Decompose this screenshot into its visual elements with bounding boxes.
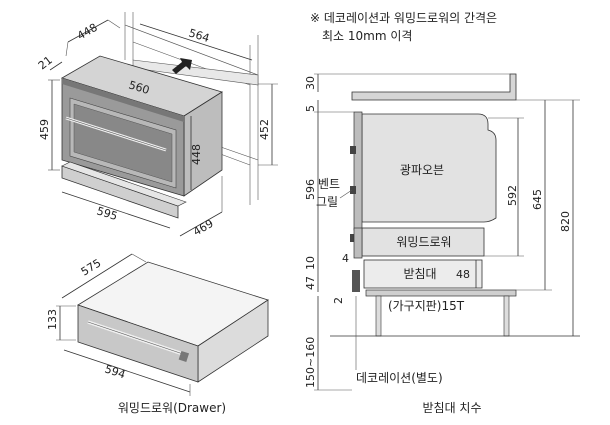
dim-30: 30 (304, 76, 317, 90)
dim-47: 47 (304, 276, 317, 290)
decoration-plate-top (61, 161, 187, 207)
caption-stand-dims: 받침대 치수 (422, 401, 481, 415)
side-view-drawing: ※ 데코레이션과 워밍드로워의 간격은 최소 10mm 이격 광파오븐 벤트 그… (304, 11, 580, 391)
caption-drawer: 워밍드로워(Drawer) (118, 401, 226, 415)
dim-448-depth: 448 (75, 21, 100, 43)
cabinet-frame-line (124, 24, 259, 76)
label-oven: 광파오븐 (400, 163, 444, 177)
note-line-2: 최소 10mm 이격 (322, 29, 412, 43)
furniture-panel (365, 289, 517, 297)
oven-control-strip (62, 78, 184, 122)
dim-line-21 (49, 61, 63, 71)
warming-drawer-front (353, 227, 363, 259)
warming-drawer-drawing: 575 133 594 (46, 253, 269, 396)
dim-564: 564 (187, 26, 211, 45)
dim-21: 21 (36, 54, 55, 73)
dim-594: 594 (103, 362, 127, 381)
vent-leader (339, 189, 353, 199)
dim-5: 5 (304, 105, 317, 112)
drawer-hinge (350, 234, 356, 242)
dim-595: 595 (95, 204, 119, 223)
label-vent-2: 그릴 (316, 195, 338, 209)
stand-block (363, 259, 483, 289)
dim-560: 560 (127, 78, 151, 97)
cabinet-top-board (351, 73, 517, 101)
furniture-leg (503, 295, 510, 337)
oven-side-body (361, 113, 497, 223)
dim-line-575 (61, 253, 133, 299)
dim-48: 48 (456, 268, 470, 281)
dim-448-height: 448 (190, 144, 203, 165)
label-decoration: 데코레이션(별도) (356, 371, 443, 385)
label-furniture-panel: (가구지판)15T (388, 299, 465, 313)
note-line-1: ※ 데코레이션과 워밍드로워의 간격은 (310, 11, 497, 25)
dim-592: 592 (506, 185, 519, 206)
dim-2: 2 (332, 297, 345, 304)
oven-door-glass (73, 103, 173, 183)
dim-150-160: 150~160 (304, 337, 317, 388)
dim-469: 469 (191, 217, 216, 239)
oven-isometric-drawing: 448 564 21 560 459 448 452 595 469 (36, 12, 278, 239)
push-arrow-icon (172, 58, 192, 74)
oven-handle-outline (65, 117, 167, 151)
dim-4: 4 (342, 252, 349, 265)
dim-10: 10 (304, 256, 317, 270)
dim-133: 133 (46, 309, 59, 330)
oven-front-panel (353, 111, 363, 231)
label-stand: 받침대 (403, 267, 436, 281)
label-warming-drawer: 워밍드로워 (396, 235, 451, 249)
dim-line-594 (63, 349, 191, 393)
dim-596: 596 (304, 179, 317, 200)
dim-452: 452 (258, 119, 271, 140)
dim-line-448 (67, 19, 109, 43)
dim-line-595 (61, 191, 171, 229)
dim-820: 820 (559, 211, 572, 232)
label-vent-1: 벤트 (318, 177, 340, 191)
oven-hinge (350, 146, 356, 154)
drawer-front-face (77, 304, 199, 383)
drawer-handle-end (178, 350, 190, 362)
decoration-plate-side (352, 270, 360, 292)
dim-645: 645 (531, 189, 544, 210)
dim-459: 459 (38, 119, 51, 140)
dim-line-564 (139, 23, 253, 61)
dim-575: 575 (79, 256, 104, 278)
furniture-leg (375, 295, 382, 337)
dim-line-469 (179, 211, 223, 237)
oven-hinge (350, 186, 356, 194)
